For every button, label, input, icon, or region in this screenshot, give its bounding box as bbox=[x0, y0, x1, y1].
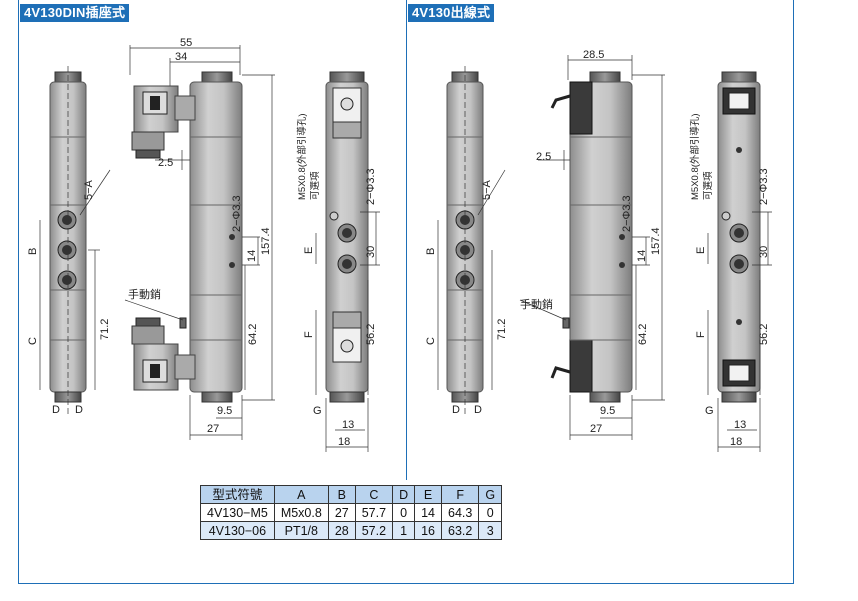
din-side-view bbox=[124, 45, 275, 440]
label-2-5-right: 2.5 bbox=[536, 151, 551, 163]
table-header-cell: B bbox=[327, 485, 356, 504]
section-title-din: 4V130DIN插座式 bbox=[20, 4, 130, 22]
label-27-right: 27 bbox=[590, 423, 602, 435]
table-cell: 28 bbox=[327, 521, 356, 540]
label-71-2-left: 71.2 bbox=[99, 319, 111, 340]
table-header-row: 型式符號 A B C D E F G bbox=[200, 485, 503, 504]
wire-narrow-view bbox=[707, 71, 772, 452]
label-9-5-right: 9.5 bbox=[600, 405, 615, 417]
label-56-2-right: 56.2 bbox=[758, 324, 770, 345]
label-56-2-left: 56.2 bbox=[365, 324, 377, 345]
label-f-left: F bbox=[303, 331, 315, 338]
label-18-left: 18 bbox=[338, 436, 350, 448]
table-header-cell: G bbox=[478, 485, 503, 504]
table-cell: 63.2 bbox=[440, 521, 480, 540]
table-header-cell: 型式符號 bbox=[200, 485, 275, 504]
label-e-right: E bbox=[695, 247, 707, 254]
label-13-left: 13 bbox=[342, 419, 354, 431]
label-mount-right: M5X0.8(外部引導孔) bbox=[689, 113, 701, 200]
spec-table: 型式符號 A B C D E F G 4V130−M5 M5x0.8 27 57… bbox=[200, 485, 503, 540]
wire-side-view bbox=[519, 55, 665, 440]
table-cell: 4V130−06 bbox=[200, 521, 275, 540]
label-9-5-left: 9.5 bbox=[217, 405, 232, 417]
label-mount-left: M5X0.8(外部引導孔) bbox=[296, 113, 308, 200]
label-28-5: 28.5 bbox=[583, 49, 604, 61]
label-c-left: C bbox=[27, 337, 39, 345]
table-cell: 57.7 bbox=[354, 503, 394, 522]
label-64-2-left: 64.2 bbox=[247, 324, 259, 345]
din-narrow-view bbox=[315, 71, 380, 452]
label-18-right: 18 bbox=[730, 436, 742, 448]
label-manual-left: 手動銷 bbox=[128, 287, 161, 301]
table-cell: 64.3 bbox=[440, 503, 480, 522]
label-30-left: 30 bbox=[365, 246, 377, 258]
label-phi-left-narrow: 2−Φ3.3 bbox=[365, 168, 377, 205]
label-g-left: G bbox=[313, 405, 322, 417]
label-e-left: E bbox=[303, 247, 315, 254]
table-cell: 1 bbox=[392, 521, 416, 540]
din-front-view bbox=[39, 66, 111, 415]
label-d1-left: D bbox=[52, 404, 60, 416]
table-cell: M5x0.8 bbox=[273, 503, 329, 522]
label-157-4-left: 157.4 bbox=[260, 227, 272, 255]
table-row: 4V130−M5 M5x0.8 27 57.7 0 14 64.3 0 bbox=[200, 503, 503, 522]
label-phi-left: 2−Φ3.3 bbox=[231, 195, 243, 232]
table-row: 4V130−06 PT1/8 28 57.2 1 16 63.2 3 bbox=[200, 521, 503, 540]
label-optional-left: 可選項 bbox=[310, 171, 321, 200]
table-header-cell: A bbox=[273, 485, 329, 504]
label-optional-right: 可選項 bbox=[703, 171, 714, 200]
table-header-cell: E bbox=[414, 485, 442, 504]
table-cell: PT1/8 bbox=[273, 521, 329, 540]
table-header-cell: D bbox=[392, 485, 416, 504]
table-cell: 16 bbox=[414, 521, 442, 540]
label-34: 34 bbox=[175, 51, 187, 63]
wire-front-view bbox=[437, 66, 506, 415]
label-2-5-left: 2.5 bbox=[158, 157, 173, 169]
table-cell: 0 bbox=[392, 503, 416, 522]
table-cell: 27 bbox=[327, 503, 356, 522]
label-55: 55 bbox=[180, 37, 192, 49]
label-5a-right: 5−A bbox=[481, 179, 493, 200]
label-manual-right: 手動銷 bbox=[520, 297, 553, 311]
label-phi-right: 2−Φ3.3 bbox=[621, 195, 633, 232]
table-header-cell: C bbox=[354, 485, 394, 504]
label-71-2-right: 71.2 bbox=[496, 319, 508, 340]
label-d2-left: D bbox=[75, 404, 83, 416]
label-d1-right: D bbox=[452, 404, 460, 416]
label-30-right: 30 bbox=[758, 246, 770, 258]
label-b-right: B bbox=[425, 248, 437, 255]
table-cell: 0 bbox=[478, 503, 503, 522]
label-5a: 5−A bbox=[83, 179, 95, 200]
label-phi-right-narrow: 2−Φ3.3 bbox=[758, 168, 770, 205]
drawing-frame bbox=[18, 0, 794, 584]
table-cell: 57.2 bbox=[354, 521, 394, 540]
section-divider bbox=[406, 0, 407, 480]
section-title-wire: 4V130出線式 bbox=[408, 4, 495, 22]
label-14-right: 14 bbox=[636, 250, 648, 262]
label-27-left: 27 bbox=[207, 423, 219, 435]
label-f-right: F bbox=[695, 331, 707, 338]
label-64-2-right: 64.2 bbox=[637, 324, 649, 345]
table-cell: 3 bbox=[478, 521, 503, 540]
label-c-right: C bbox=[425, 337, 437, 345]
table-header-cell: F bbox=[440, 485, 480, 504]
table-cell: 4V130−M5 bbox=[200, 503, 275, 522]
label-g-right: G bbox=[705, 405, 714, 417]
label-157-4-right: 157.4 bbox=[650, 227, 662, 255]
label-d2-right: D bbox=[474, 404, 482, 416]
label-b-left: B bbox=[27, 248, 39, 255]
label-14-left: 14 bbox=[246, 250, 258, 262]
label-13-right: 13 bbox=[734, 419, 746, 431]
table-cell: 14 bbox=[414, 503, 442, 522]
